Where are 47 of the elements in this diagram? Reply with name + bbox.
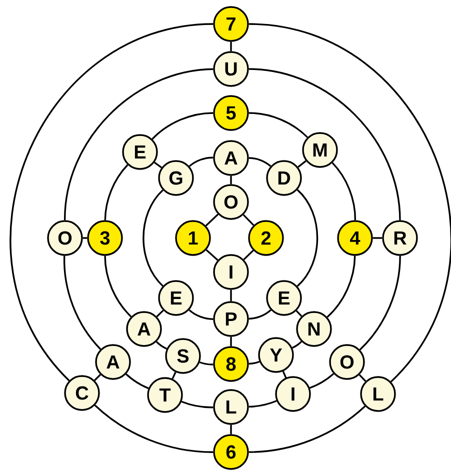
connector-line — [248, 112, 308, 138]
connector-line — [104, 256, 132, 318]
connector-line — [172, 372, 176, 380]
connector-line — [156, 310, 164, 318]
connector-line — [94, 404, 214, 453]
connector-line — [188, 309, 214, 320]
connector-line — [242, 214, 254, 226]
connector-line — [372, 237, 382, 239]
connector-line — [126, 374, 149, 390]
connector-line — [326, 256, 356, 318]
connector-line — [152, 112, 214, 140]
connector-line — [142, 189, 164, 287]
connector-line — [154, 162, 162, 168]
connector-line — [282, 371, 287, 378]
connector-line — [296, 310, 302, 317]
connector-line — [248, 309, 272, 320]
connector-line — [230, 424, 232, 434]
connector-line — [64, 68, 214, 220]
connector-line — [248, 400, 277, 408]
connector-line — [230, 336, 232, 346]
connector-line — [205, 214, 219, 226]
connector-line — [298, 160, 306, 168]
connector-line — [94, 374, 101, 381]
connector-line — [82, 237, 88, 239]
connector-line — [188, 156, 214, 167]
connector-line — [358, 374, 366, 382]
connector-line — [156, 341, 168, 350]
connector-line — [230, 176, 232, 184]
connector-line — [181, 400, 214, 408]
connector-line — [64, 256, 102, 350]
connector-line — [248, 157, 272, 167]
connector-line — [10, 23, 214, 382]
connector-line — [248, 360, 260, 365]
connector-line — [309, 373, 334, 389]
connector-line — [296, 189, 318, 287]
connector-line — [248, 23, 451, 382]
connector-line — [206, 249, 218, 261]
connector-line — [243, 250, 254, 260]
connector-line — [199, 361, 214, 366]
connector-line — [359, 256, 401, 350]
connector-line — [332, 162, 356, 220]
connector-line — [292, 341, 302, 349]
connector-line — [248, 406, 366, 453]
connector-line — [104, 164, 128, 220]
connector-line — [230, 290, 232, 302]
connector-line — [230, 42, 232, 52]
connector-line — [248, 68, 401, 220]
